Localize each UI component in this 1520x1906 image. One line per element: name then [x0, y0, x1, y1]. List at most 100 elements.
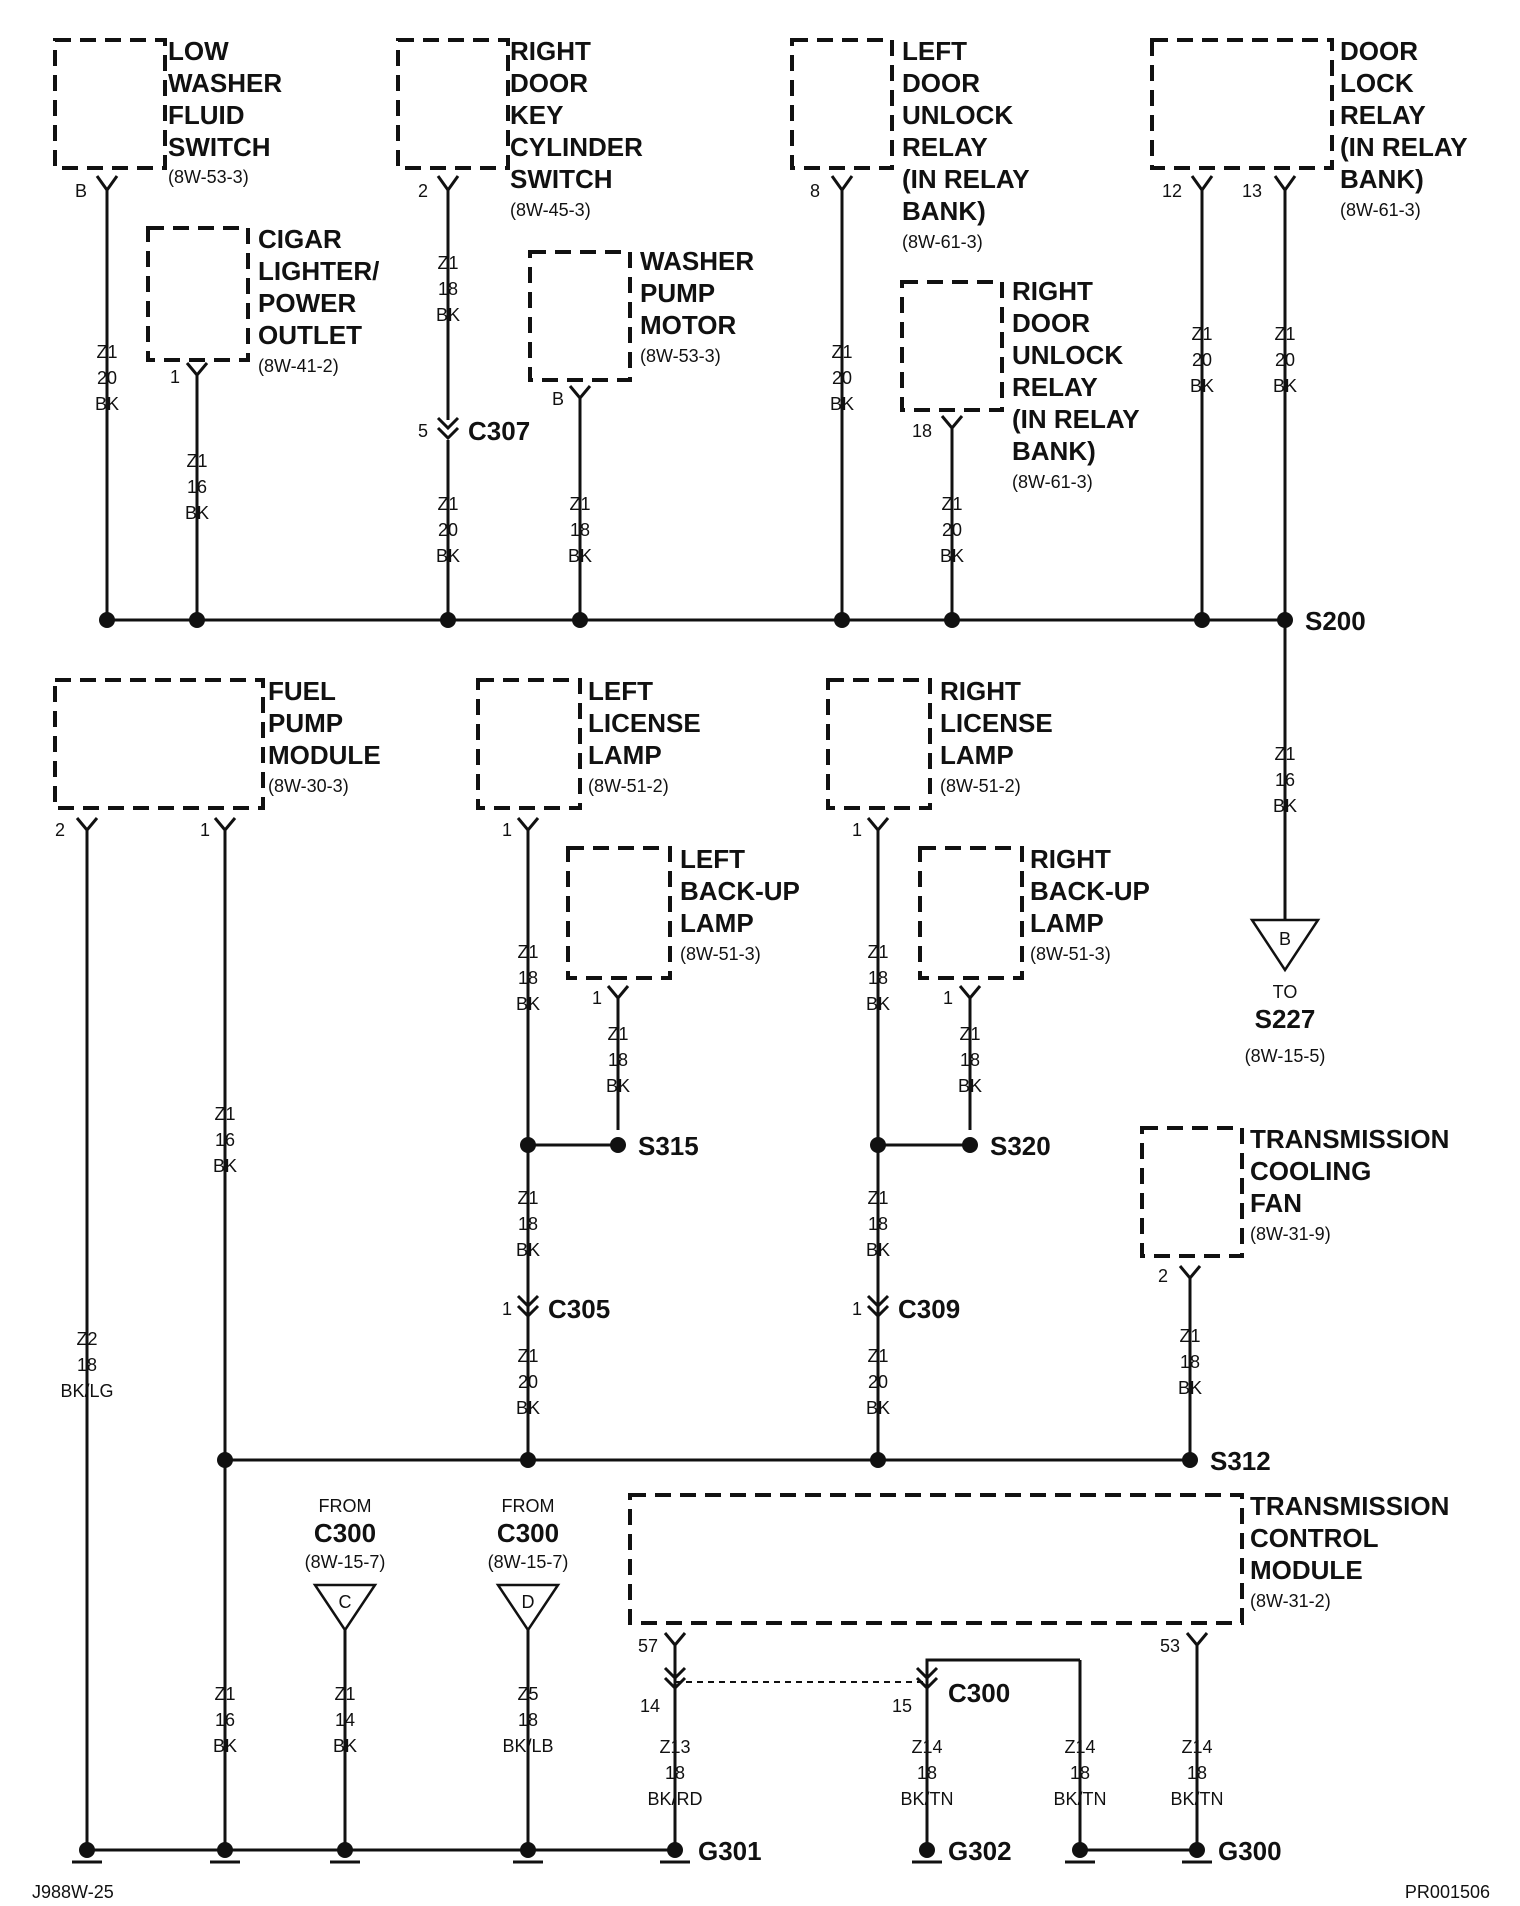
label-line: LEFT	[588, 676, 653, 706]
label-line: RELAY	[902, 132, 988, 162]
pin-label: 5	[418, 421, 428, 441]
ground-label: G301	[698, 1836, 762, 1866]
svg-text:TRANSMISSION: TRANSMISSION	[1250, 1124, 1449, 1154]
wire-circuit: Z1	[334, 1684, 355, 1704]
svg-text:LEFT: LEFT	[680, 844, 745, 874]
wire-color: BK	[213, 1736, 237, 1756]
connector-label: C309	[898, 1294, 960, 1324]
wire-label-w23: Z1 14 BK	[333, 1684, 357, 1756]
splice-label: S315	[638, 1131, 699, 1161]
wire-gauge: 20	[1192, 350, 1212, 370]
svg-text:LOCK: LOCK	[1340, 68, 1414, 98]
wire-circuit: Z5	[517, 1684, 538, 1704]
pin-label: 15	[892, 1696, 912, 1716]
wire-gauge: 20	[518, 1372, 538, 1392]
wire-color: BK	[940, 546, 964, 566]
wire-circuit: Z1	[1191, 324, 1212, 344]
wire-label-w20: Z1 20 BK	[866, 1346, 890, 1418]
ref-text: (8W-15-7)	[305, 1552, 386, 1572]
wire-label-w11: Z2 18 BK/LG	[60, 1329, 113, 1401]
svg-text:RIGHT: RIGHT	[940, 676, 1021, 706]
svg-text:(IN RELAY: (IN RELAY	[1012, 404, 1140, 434]
wire-gauge: 18	[438, 279, 458, 299]
wire-circuit: Z1	[1179, 1326, 1200, 1346]
wire-color: BK	[95, 394, 119, 414]
component-right-door-unlock-relay: RIGHT DOOR UNLOCK RELAY (IN RELAY BANK) …	[900, 276, 1140, 492]
ref-text: (8W-31-2)	[1250, 1591, 1331, 1611]
label-line: LAMP	[680, 908, 754, 938]
ground-g300: G300	[1218, 1836, 1282, 1866]
wire-label-w2: Z1 16 BK	[185, 451, 209, 523]
label-line: LICENSE	[940, 708, 1053, 738]
wire-label-w15: Z1 18 BK	[516, 1188, 540, 1260]
component-left-license-lamp: LEFT LICENSE LAMP (8W-51-2) 1	[476, 676, 701, 840]
wire-color: BK	[568, 546, 592, 566]
wire-color: BK	[516, 994, 540, 1014]
ref-text: (8W-61-3)	[902, 232, 983, 252]
label-line: BACK-UP	[680, 876, 800, 906]
pin-label: 12	[1162, 181, 1182, 201]
wire-label-w26: Z14 18 BK/TN	[900, 1737, 953, 1809]
wire-color: BK/RD	[647, 1789, 702, 1809]
wire-circuit: Z14	[1181, 1737, 1212, 1757]
label-line: TRANSMISSION	[1250, 1491, 1449, 1521]
wire-circuit: Z1	[517, 1346, 538, 1366]
label-line: KEY	[510, 100, 563, 130]
wire-circuit: Z1	[867, 1188, 888, 1208]
connector-label: C300	[948, 1678, 1010, 1708]
label-line: FAN	[1250, 1188, 1302, 1218]
ref-text: (8W-31-9)	[1250, 1224, 1331, 1244]
offpage-from: FROM	[502, 1496, 555, 1516]
wire-color: BK	[1273, 376, 1297, 396]
connector-label: C305	[548, 1294, 610, 1324]
figure-code-left: J988W-25	[32, 1882, 114, 1902]
wire-label-w4: Z1 20 BK	[436, 494, 460, 566]
wire-color: BK	[958, 1076, 982, 1096]
svg-text:CYLINDER: CYLINDER	[510, 132, 643, 162]
label-line: CYLINDER	[510, 132, 643, 162]
wire-gauge: 20	[942, 520, 962, 540]
pin-label: 14	[640, 1696, 660, 1716]
wire-gauge: 18	[1180, 1352, 1200, 1372]
ref-text: (8W-30-3)	[268, 776, 349, 796]
wire-circuit: Z1	[831, 342, 852, 362]
svg-text:LEFT: LEFT	[902, 36, 967, 66]
svg-text:BACK-UP: BACK-UP	[1030, 876, 1150, 906]
wire-circuit: Z1	[607, 1024, 628, 1044]
wire-color: BK	[185, 503, 209, 523]
svg-text:LAMP: LAMP	[940, 740, 1014, 770]
svg-text:MODULE: MODULE	[268, 740, 381, 770]
wire-gauge: 18	[917, 1763, 937, 1783]
svg-text:POWER: POWER	[258, 288, 356, 318]
wire-gauge: 16	[215, 1710, 235, 1730]
label-line: LEFT	[680, 844, 745, 874]
wire-color: BK	[866, 1240, 890, 1260]
wire-color: BK/TN	[1053, 1789, 1106, 1809]
offpage-source: C300	[497, 1518, 559, 1548]
component-transmission-cooling-fan: TRANSMISSION COOLING FAN (8W-31-9) 2	[1140, 1124, 1449, 1286]
wire-label-w13: Z1 18 BK	[516, 942, 540, 1014]
wire-color: BK	[436, 546, 460, 566]
wire-color: BK	[830, 394, 854, 414]
label-line: RELAY	[1012, 372, 1098, 402]
wire-color: BK/LG	[60, 1381, 113, 1401]
top-bus-nodes: S200	[99, 606, 1366, 636]
connector-label: C307	[468, 416, 530, 446]
wire-gauge: 18	[665, 1763, 685, 1783]
lower-bus-nodes: S312	[217, 1446, 1271, 1476]
wire-gauge: 18	[608, 1050, 628, 1070]
label-line: UNLOCK	[1012, 340, 1123, 370]
pin-label: 1	[200, 820, 210, 840]
svg-text:DOOR: DOOR	[1012, 308, 1090, 338]
pin-label: 57	[638, 1636, 658, 1656]
svg-text:LIGHTER/: LIGHTER/	[258, 256, 379, 286]
pin-label: 1	[852, 1299, 862, 1319]
label-line: UNLOCK	[902, 100, 1013, 130]
wire-gauge: 18	[1187, 1763, 1207, 1783]
wire-circuit: Z1	[959, 1024, 980, 1044]
label-line: RIGHT	[510, 36, 591, 66]
svg-text:(IN RELAY: (IN RELAY	[1340, 132, 1468, 162]
label-line: PUMP	[268, 708, 343, 738]
component-transmission-control-module: TRANSMISSION CONTROL MODULE (8W-31-2) 57…	[628, 1491, 1449, 1656]
wire-label-w1: Z1 20 BK	[95, 342, 119, 414]
